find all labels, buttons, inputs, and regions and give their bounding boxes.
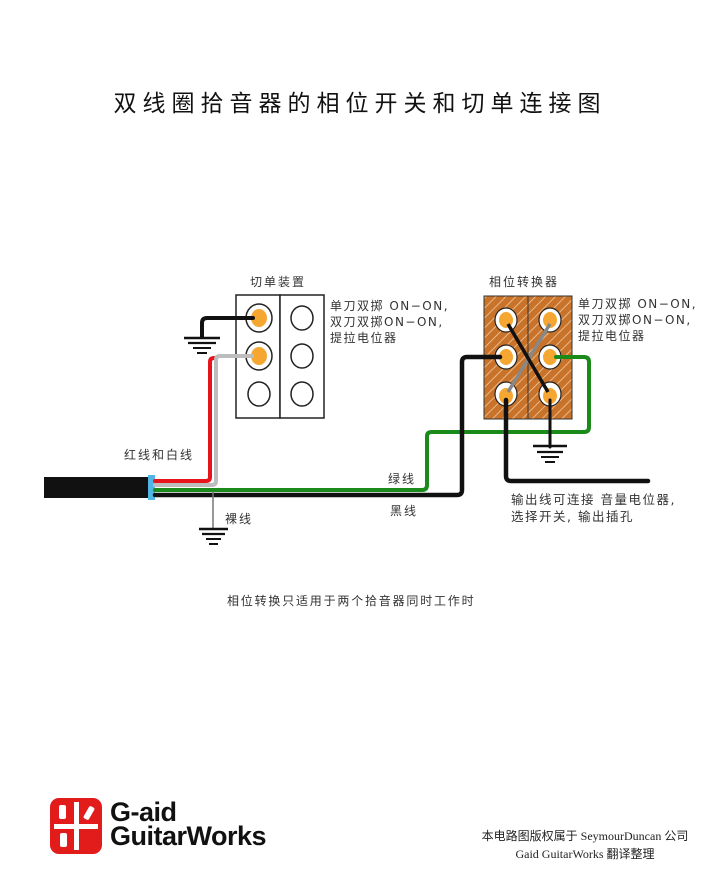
phase-jumper-black (506, 323, 550, 393)
phase-lug (499, 349, 513, 365)
guitar-headstock-icon (60, 833, 67, 847)
wire-white (153, 354, 254, 487)
coil-split-note-line: 双刀双掷ON−ON, (330, 315, 444, 329)
ground-icon (199, 527, 228, 545)
guitar-headstock-icon (59, 805, 66, 819)
wire-output (503, 397, 651, 484)
bare-wire-label: 裸线 (225, 512, 254, 526)
page-title: 双线圈拾音器的相位开关和切单连接图 (113, 91, 607, 117)
credit-line-2: Gaid GuitarWorks 翻译整理 (515, 847, 655, 861)
phase-switch-label: 相位转换器 (489, 275, 560, 289)
phase-lug (543, 349, 557, 365)
phase-switch-note: 单刀双掷 ON−ON, 双刀双掷ON−ON, 提拉电位器 (578, 296, 697, 344)
gaid-logo-icon (50, 798, 102, 854)
wire-red (153, 356, 216, 483)
phase-lug (543, 312, 557, 328)
ground-icon (533, 444, 567, 463)
coil-split-lug (247, 381, 271, 407)
output-note: 输出线可连接 音量电位器, 选择开关, 输出插孔 (511, 491, 676, 525)
coil-split-lug-solder (251, 309, 267, 327)
phase-switch-note-line: 提拉电位器 (578, 329, 646, 343)
coil-split-lug-solder (251, 347, 267, 365)
output-note-line: 输出线可连接 音量电位器, (511, 492, 676, 507)
coil-split-note-line: 提拉电位器 (330, 331, 398, 345)
phase-switch-note-line: 双刀双掷ON−ON, (578, 313, 692, 327)
guitar-headstock-icon (82, 805, 96, 821)
coil-split-note: 单刀双掷 ON−ON, 双刀双掷ON−ON, 提拉电位器 (330, 298, 449, 346)
logo-line-2: GuitarWorks (110, 821, 267, 851)
credit: 本电路图版权属于 SeymourDuncan 公司 Gaid GuitarWor… (460, 827, 710, 863)
black-wire-label: 黑线 (390, 504, 419, 518)
footnote: 相位转换只适用于两个拾音器同时工作时 (227, 594, 476, 608)
pickup-cable (44, 477, 148, 498)
logo-line-1: G-aid (110, 797, 177, 827)
green-wire-label: 绿线 (388, 472, 417, 486)
wire-split-ground (200, 316, 255, 339)
coil-split-label: 切单装置 (250, 275, 307, 289)
coil-split-lug (290, 305, 314, 331)
red-white-wire-label: 红线和白线 (124, 448, 195, 462)
gaid-logo-text: G-aid GuitarWorks (110, 797, 267, 851)
ground-icon (184, 336, 220, 354)
coil-split-lug (290, 381, 314, 407)
output-note-line: 选择开关, 输出插孔 (511, 509, 634, 524)
coil-split-switch (235, 294, 325, 419)
coil-split-note-line: 单刀双掷 ON−ON, (330, 299, 450, 313)
phase-switch-note-line: 单刀双掷 ON−ON, (578, 297, 698, 311)
coil-split-lug (290, 343, 314, 369)
credit-line-1: 本电路图版权属于 SeymourDuncan 公司 (481, 829, 689, 843)
wire-black (152, 354, 503, 498)
cable-shield-band (148, 475, 155, 500)
